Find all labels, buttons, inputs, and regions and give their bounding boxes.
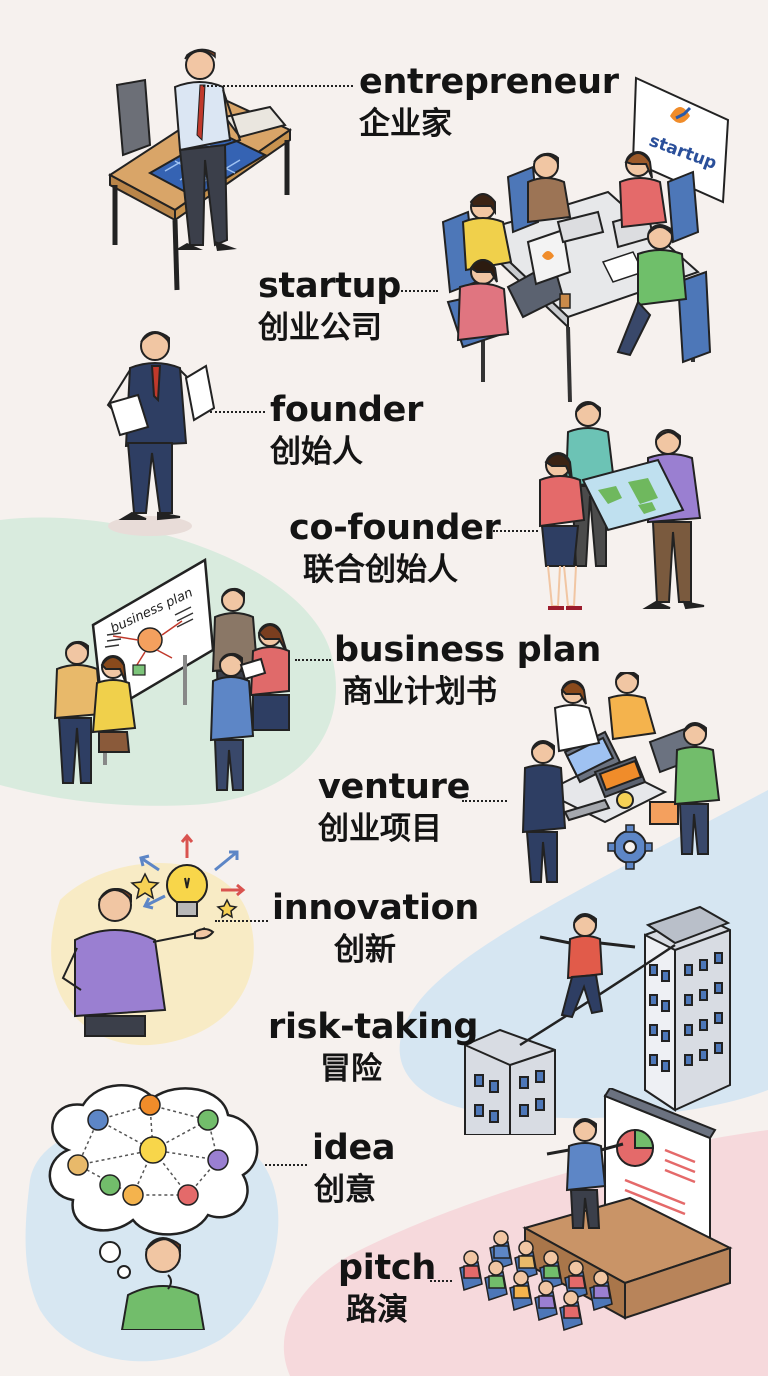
term-zh: 创业项目	[318, 811, 442, 847]
term-entrepreneur: entrepreneur 企业家	[359, 62, 619, 144]
pitch-illustration	[459, 1088, 733, 1331]
pie-chart-icon	[616, 1128, 655, 1167]
term-zh: 冒险	[320, 1051, 382, 1087]
term-en: founder	[270, 390, 424, 430]
term-zh: 创业公司	[258, 310, 382, 346]
lightbulb-icon	[166, 864, 208, 917]
leader-business-plan	[295, 659, 331, 661]
term-en: entrepreneur	[359, 62, 619, 102]
term-startup: startup 创业公司	[258, 266, 401, 348]
term-en: startup	[258, 266, 402, 306]
leader-startup	[394, 290, 438, 292]
leader-entrepreneur	[203, 85, 353, 87]
term-en: pitch	[338, 1248, 436, 1288]
idea-illustration	[48, 1084, 259, 1330]
leader-co-founder	[493, 530, 538, 532]
term-risk-taking: risk-taking 冒险	[268, 1007, 478, 1089]
entrepreneur-illustration	[108, 48, 293, 291]
leader-venture	[462, 800, 507, 802]
co-founder-illustration	[539, 401, 705, 610]
startup-sign: startup	[631, 76, 730, 204]
term-en: business plan	[334, 630, 601, 670]
term-en: risk-taking	[268, 1007, 479, 1047]
leader-founder	[210, 411, 265, 413]
term-zh: 企业家	[359, 106, 452, 142]
term-co-founder: co-founder 联合创始人	[289, 508, 501, 590]
term-founder: founder 创始人	[270, 390, 423, 472]
venture-illustration	[521, 672, 721, 883]
term-venture: venture 创业项目	[318, 767, 470, 849]
innovation-illustration	[61, 833, 246, 1037]
term-zh: 创意	[314, 1172, 376, 1208]
gear-icon	[607, 824, 653, 870]
term-zh: 创新	[334, 932, 396, 968]
startup-illustration: startup	[441, 76, 730, 403]
skyscraper-icon	[464, 905, 731, 1135]
risk-taking-illustration	[464, 905, 731, 1135]
founder-illustration	[106, 331, 215, 536]
term-en: idea	[312, 1128, 396, 1168]
term-idea: idea 创意	[312, 1128, 396, 1210]
term-en: co-founder	[289, 508, 501, 548]
term-innovation: innovation 创新	[272, 888, 479, 970]
leader-idea	[265, 1164, 307, 1166]
term-zh: 商业计划书	[342, 674, 497, 710]
leader-innovation	[215, 920, 268, 922]
term-en: innovation	[272, 888, 480, 928]
world-map-icon	[581, 458, 685, 532]
term-zh: 联合创始人	[303, 552, 458, 588]
term-zh: 创始人	[270, 434, 363, 470]
term-zh: 路演	[346, 1292, 408, 1328]
term-en: venture	[318, 767, 471, 807]
business-plan-illustration: business plan	[53, 557, 290, 791]
leader-pitch	[430, 1280, 452, 1282]
term-business-plan: business plan 商业计划书	[334, 630, 601, 712]
term-pitch: pitch 路演	[338, 1248, 436, 1330]
